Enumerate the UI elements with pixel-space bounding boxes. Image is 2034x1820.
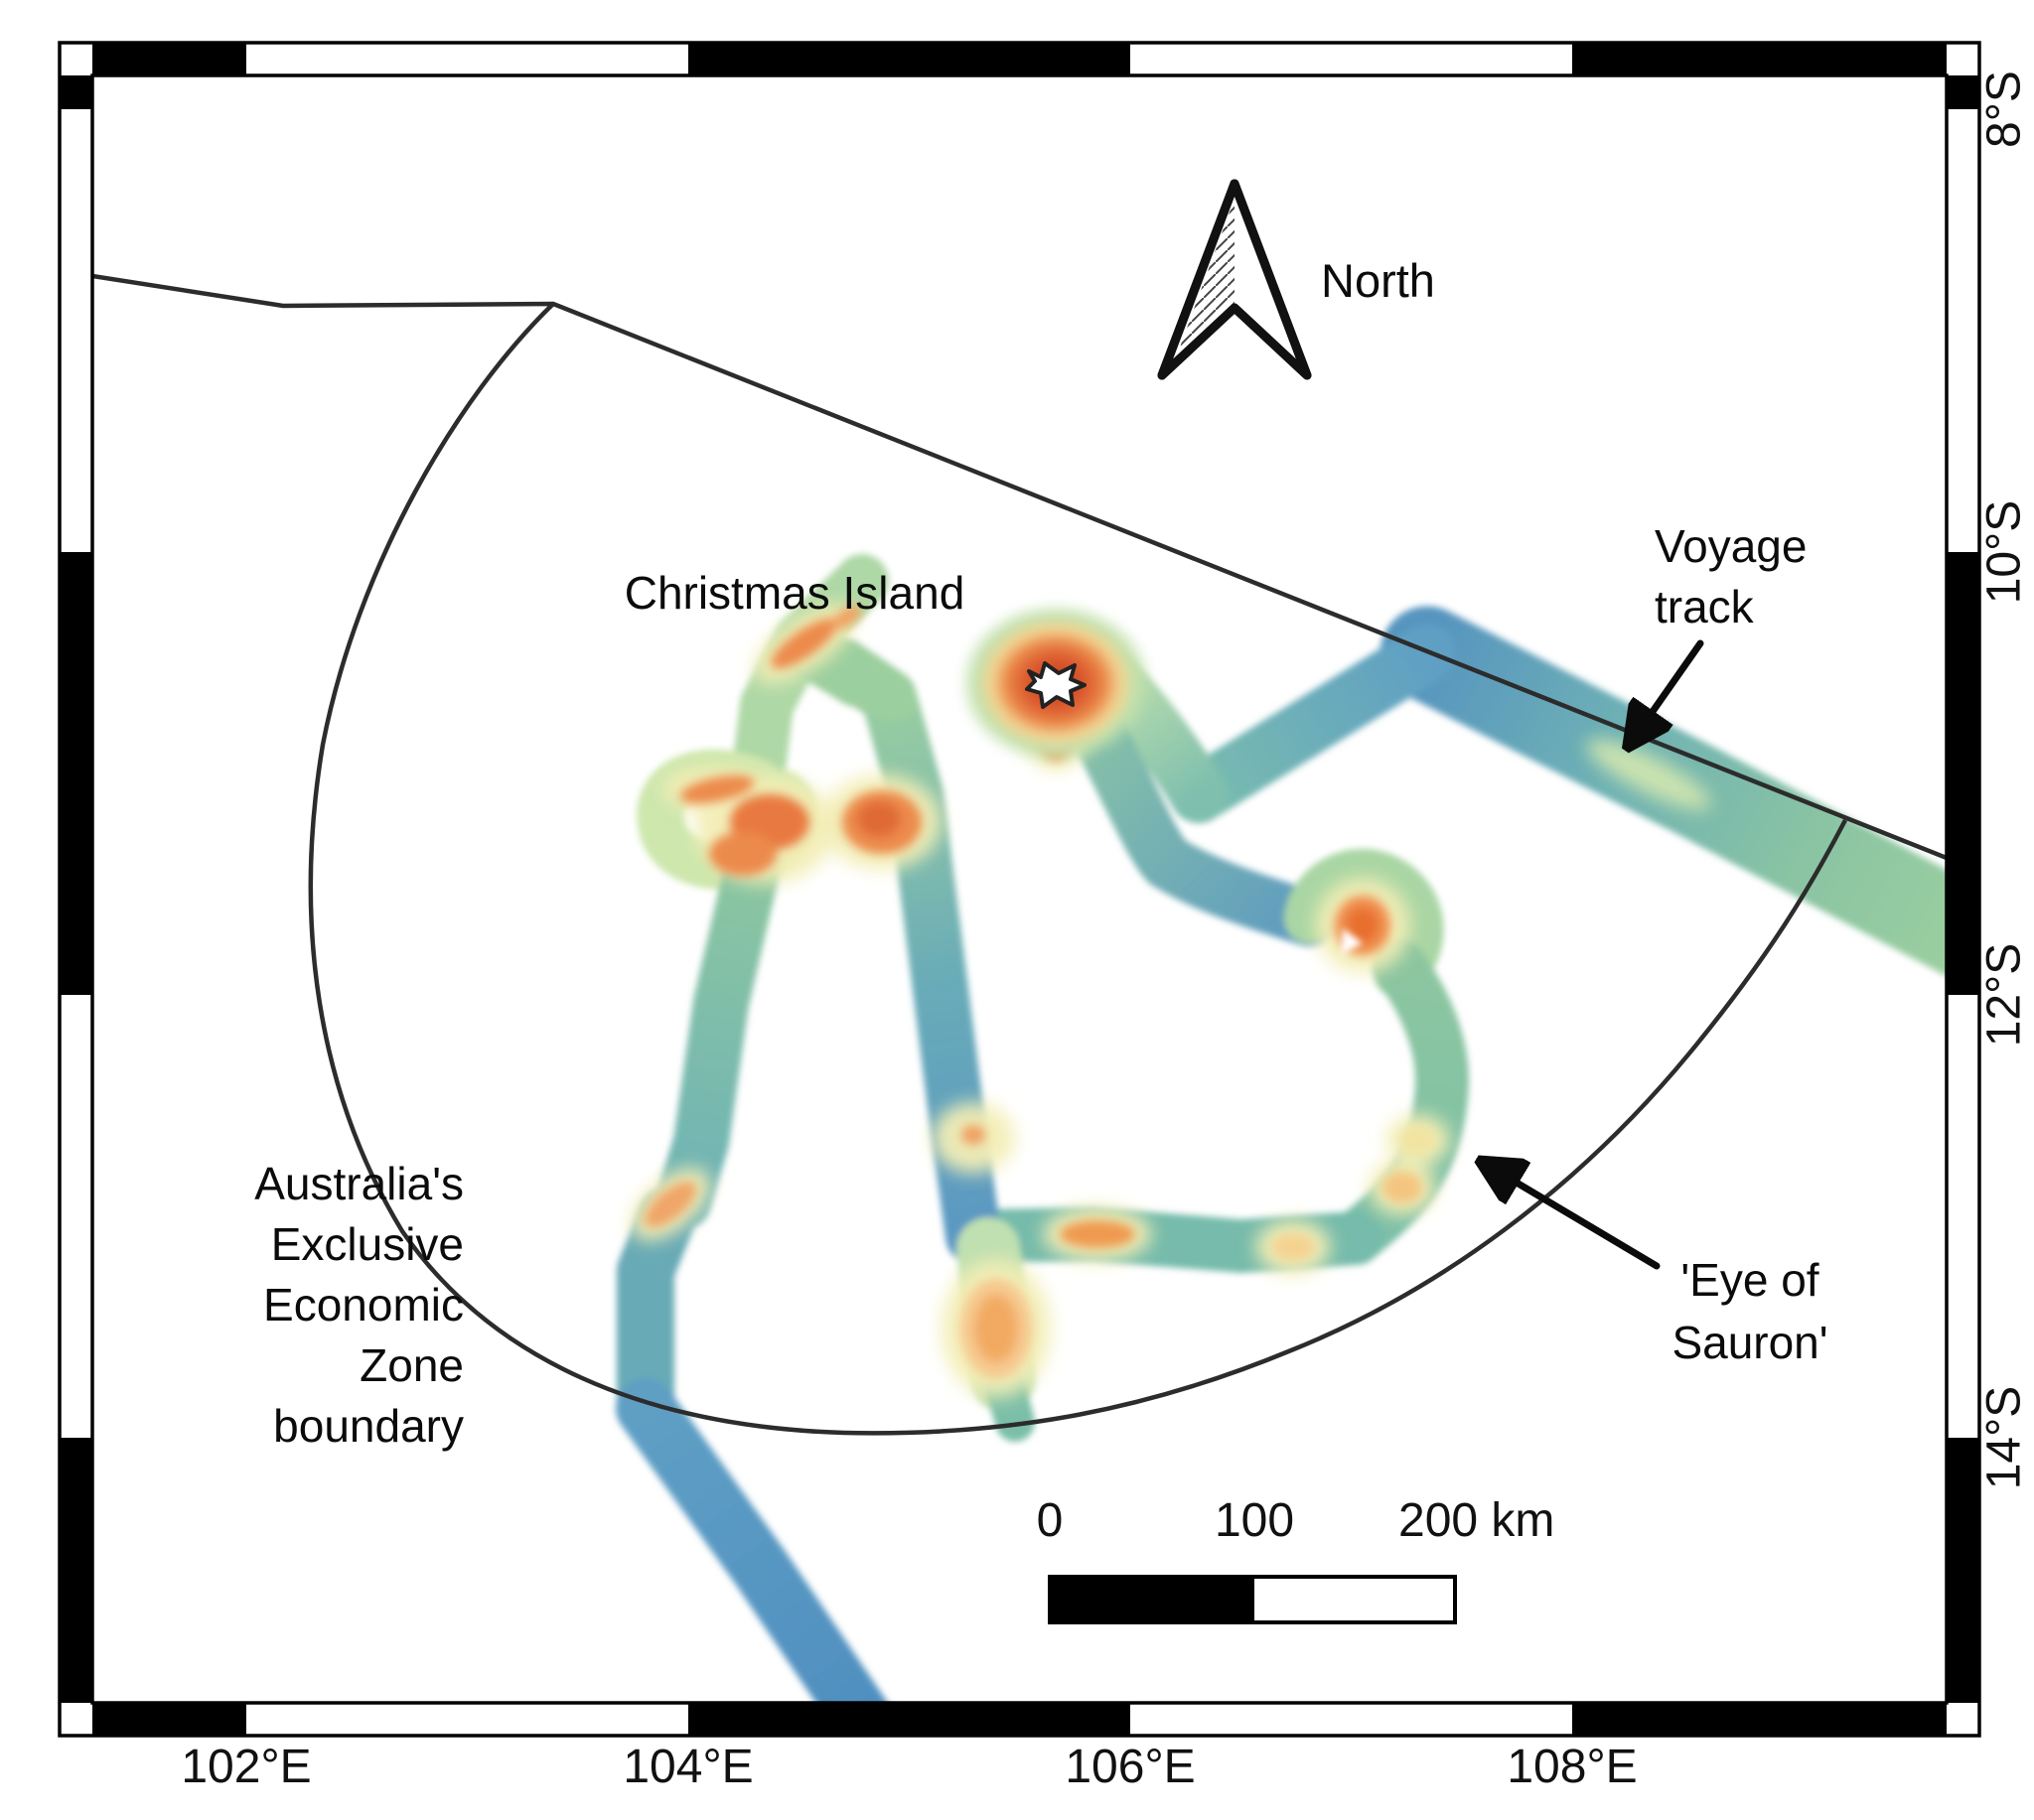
christmas-island-label: Christmas Island [624,567,965,619]
frame-outer-line [58,41,1981,1738]
eez-label-line3: Economic [263,1279,464,1330]
frame-inner-line [90,73,1949,1705]
lat-tick-10s-text: 10°S [1977,499,2031,605]
frame-bottom-band [92,1703,1947,1736]
lon-tick-104e: 104°E [623,1741,754,1793]
scalebar-label-200km: 200 km [1398,1494,1555,1547]
voyage-track-label: Voyage track [1655,516,1807,637]
scale-bar [1048,1575,1457,1624]
lat-tick-14s-text: 14°S [1977,1385,2031,1490]
eez-label: Australia's Exclusive Economic Zone boun… [254,1154,464,1457]
frame-corner-tr [1947,43,1979,75]
frame-right-band [1947,75,1979,1703]
voyage-track-arrow [1631,639,1704,743]
frame-corner-bl [60,1703,92,1736]
scalebar-label-0: 0 [1036,1494,1064,1547]
eez-boundary-line [92,273,1947,1436]
eye-of-sauron-arrow [1485,1164,1661,1270]
frame-left-band [60,75,92,1703]
frame-corner-tl [60,43,92,75]
christmas-island-shape [1025,661,1087,709]
eez-label-line1: Australia's [254,1158,464,1209]
eez-treaty-line [92,273,1947,861]
eez-arc [308,302,1847,1436]
frame-top-band [92,43,1947,75]
lon-tick-102e: 102°E [181,1741,312,1793]
eez-label-line2: Exclusive [270,1218,464,1270]
scalebar-label-100: 100 [1214,1494,1295,1547]
eye-of-sauron-label: 'Eye of Sauron' [1671,1249,1827,1374]
map-frame [58,41,1981,1738]
eye-of-sauron-label-line1: 'Eye of [1680,1254,1819,1306]
lon-tick-106e: 106°E [1065,1741,1196,1793]
eez-label-line4: Zone [360,1339,464,1391]
eye-of-sauron-label-line2: Sauron' [1671,1317,1828,1368]
seamount-blobs [644,605,1436,1378]
frame-corner-br [1947,1703,1979,1736]
voyage-track-label-line1: Voyage [1655,520,1808,572]
voyage-track-swath [616,554,1947,1703]
lat-tick-8s-text: 8°S [1977,70,2031,148]
voyage-track-label-line2: track [1655,581,1754,632]
north-label: North [1321,254,1435,307]
lon-tick-108e: 108°E [1507,1741,1638,1793]
north-arrow-icon [1157,179,1312,380]
lat-tick-12s-text: 12°S [1977,942,2031,1048]
track-sw-exit [616,1378,888,1703]
hook-notch [1341,928,1363,955]
eez-label-line5: boundary [273,1400,464,1452]
